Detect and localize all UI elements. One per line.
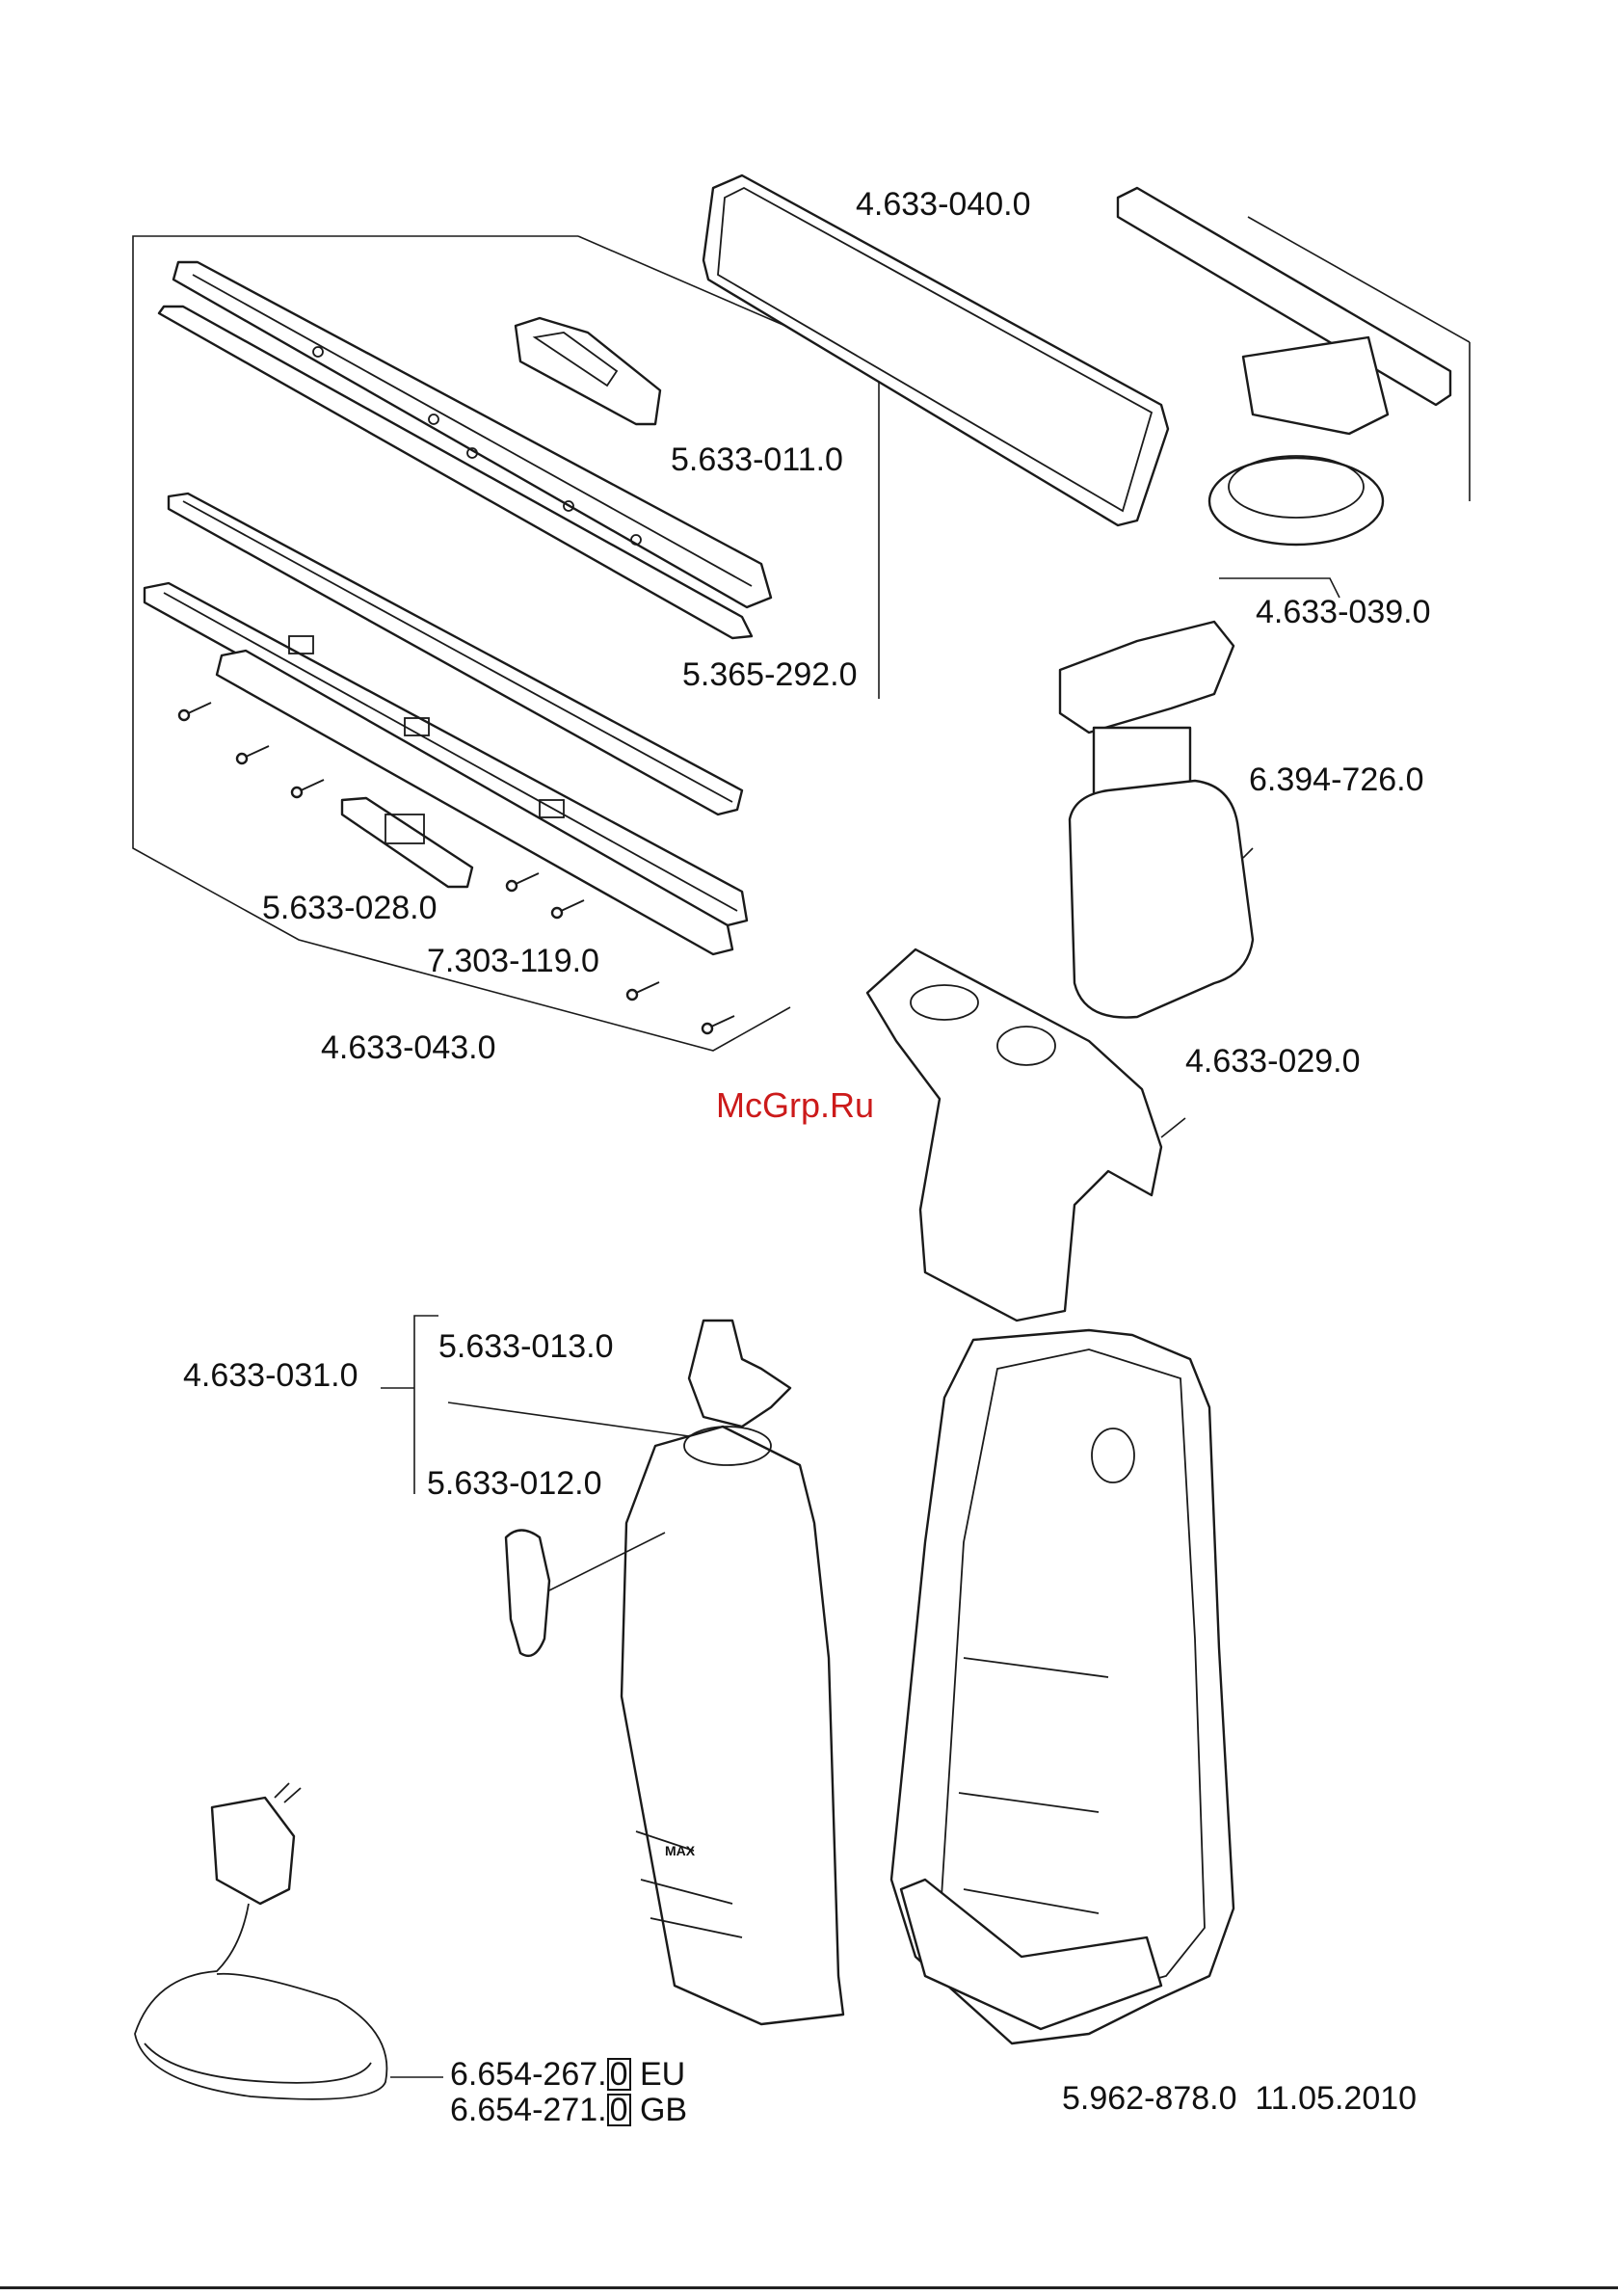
label-cleaning-pad-holder: 4.633-039.0 (1256, 596, 1431, 628)
charger-gb-number: 6.654-271. (450, 2092, 607, 2128)
main-housing-part (891, 1330, 1233, 2043)
document-footer: 5.962-878.0 11.05.2010 (1062, 2082, 1417, 2115)
label-blade-clamp: 5.633-028.0 (262, 892, 438, 924)
label-squeegee-blade: 5.365-292.0 (682, 658, 858, 691)
charger-gb-index: 0 (607, 2094, 631, 2126)
label-valve: 5.633-013.0 (438, 1330, 614, 1363)
watermark: McGrp.Ru (716, 1085, 874, 1126)
blade-clamp-part (342, 798, 472, 887)
bottom-rule (0, 2286, 1618, 2289)
label-tank-assembly: 4.633-031.0 (183, 1359, 358, 1392)
pad-holder-part (1118, 188, 1470, 598)
label-charger-eu: 6.654-267.0 EU (450, 2058, 685, 2091)
charger-eu-region: EU (640, 2056, 685, 2093)
label-screw: 7.303-119.0 (427, 945, 599, 977)
label-charger-gb: 6.654-271.0 GB (450, 2094, 687, 2126)
charger-eu-index: 0 (607, 2058, 631, 2091)
charger-eu-number: 6.654-267. (450, 2056, 607, 2093)
spray-bottle-part (1060, 622, 1253, 1018)
label-squeegee-assembly: 4.633-043.0 (321, 1031, 496, 1064)
charger-gb-region: GB (640, 2092, 687, 2128)
tank-part: MAX (448, 1321, 843, 2024)
charger-part (135, 1783, 443, 2099)
label-blade-clip: 5.633-011.0 (671, 443, 843, 476)
label-tank-latch: 5.633-012.0 (427, 1467, 602, 1500)
document-number: 5.962-878.0 (1062, 2080, 1237, 2117)
label-spray-bottle: 6.394-726.0 (1249, 763, 1424, 796)
label-squeegee-blade-kit: 4.633-040.0 (856, 188, 1031, 221)
document-date: 11.05.2010 (1255, 2080, 1417, 2117)
label-housing-cover: 4.633-029.0 (1185, 1045, 1361, 1078)
blade-clip-part (516, 318, 660, 424)
